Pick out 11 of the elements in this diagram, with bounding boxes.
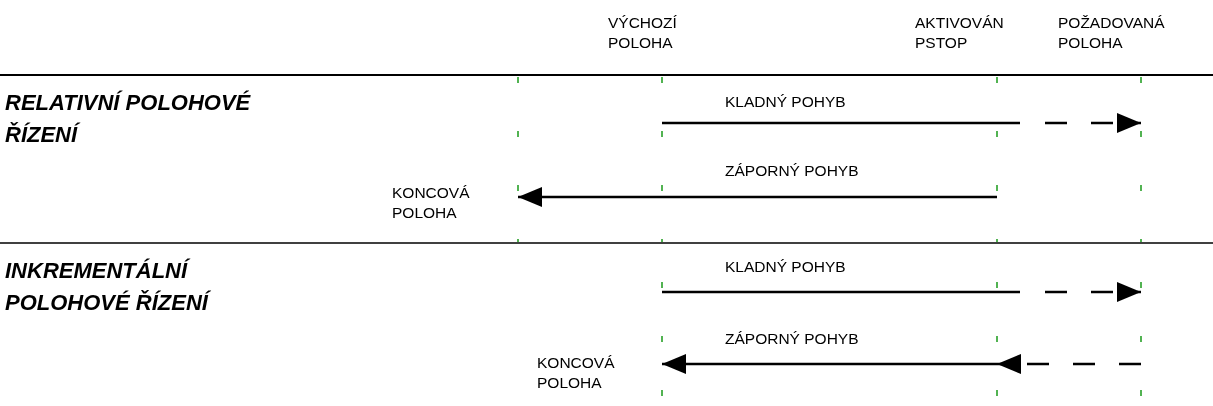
end-position-label: KONCOVÁ POLOHA (392, 183, 471, 223)
motion-label: KLADNÝ POHYB (725, 257, 847, 277)
end-position-label: KONCOVÁ POLOHA (537, 353, 616, 393)
section-heading: INKREMENTÁLNÍ POLOHOVÉ ŘÍZENÍ (5, 255, 275, 319)
motion-label: KLADNÝ POHYB (725, 92, 847, 112)
column-heading: POŽADOVANÁ POLOHA (1058, 13, 1166, 53)
section-heading: RELATIVNÍ POLOHOVÉ ŘÍZENÍ (5, 89, 252, 149)
motion-label: ZÁPORNÝ POHYB (725, 161, 860, 181)
column-heading: AKTIVOVÁN PSTOP (915, 13, 1005, 53)
column-heading: VÝCHOZÍ POLOHA (608, 13, 678, 53)
motion-label: ZÁPORNÝ POHYB (725, 329, 860, 349)
